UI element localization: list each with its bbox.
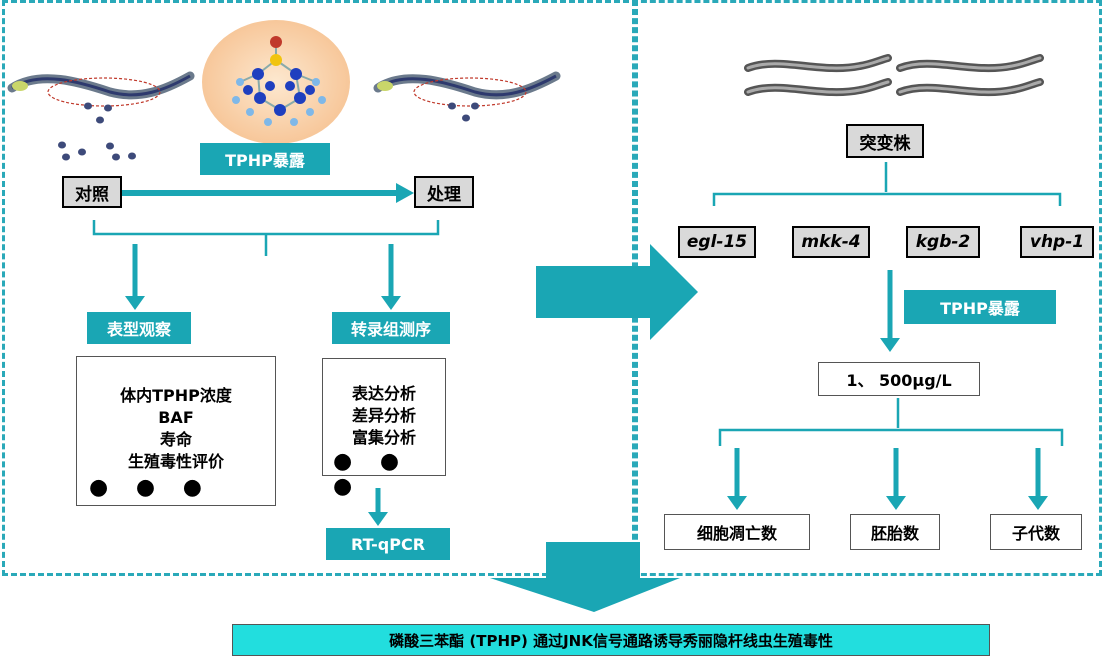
mutant-box: 突变株	[846, 124, 924, 158]
transcriptome-list: 表达分析 差异分析 富集分析 ● ● ●	[322, 358, 446, 499]
eggs-icon	[58, 102, 479, 161]
mutant-exposure-label: TPHP暴露	[904, 290, 1056, 324]
phenotype-item: 体内TPHP浓度	[120, 386, 232, 405]
phenotype-item: 生殖毒性评价	[127, 452, 224, 471]
mutant-worms-icon	[744, 54, 1044, 97]
control-box: 对照	[62, 176, 122, 208]
phenotype-label: 表型观察	[87, 312, 191, 344]
phenotype-list: 体内TPHP浓度 BAF 寿命 生殖毒性评价 ● ● ●	[76, 356, 276, 506]
rtqpcr-label: RT-qPCR	[326, 528, 450, 560]
strain-vhp-1: vhp-1	[1020, 226, 1094, 258]
strain-egl-15: egl-15	[678, 226, 756, 258]
tphp-exposure-label: TPHP暴露	[200, 143, 330, 175]
big-down-arrow	[490, 542, 680, 612]
phenotype-item: BAF	[158, 408, 194, 427]
big-right-arrow	[536, 244, 698, 340]
treatment-box: 处理	[414, 176, 474, 208]
strain-kgb-2: kgb-2	[906, 226, 980, 258]
left-brace	[92, 220, 440, 256]
endpoint-offspring: 子代数	[990, 514, 1082, 550]
tphp-molecule-icon	[202, 20, 350, 144]
phenotype-item: 寿命	[159, 430, 192, 449]
transcriptome-ellipsis: ● ● ●	[333, 449, 410, 499]
transcriptome-item: 表达分析	[351, 384, 416, 403]
endpoint-embryos: 胚胎数	[850, 514, 940, 550]
worm-control-icon	[7, 71, 195, 107]
endpoint-brace	[718, 398, 1064, 446]
dose-box: 1、 500μg/L	[818, 362, 980, 396]
endpoint-apoptosis: 细胞凋亡数	[664, 514, 810, 550]
worm-treated-icon	[373, 71, 561, 107]
mutant-brace	[712, 162, 1062, 206]
transcriptome-item: 富集分析	[351, 428, 416, 447]
phenotype-ellipsis: ● ● ●	[89, 475, 212, 500]
strain-mkk-4: mkk-4	[792, 226, 870, 258]
transcriptome-label: 转录组测序	[332, 312, 450, 344]
conclusion-bar: 磷酸三苯酯 (TPHP) 通过JNK信号通路诱导秀丽隐杆线虫生殖毒性	[232, 624, 990, 656]
transcriptome-item: 差异分析	[351, 406, 416, 425]
